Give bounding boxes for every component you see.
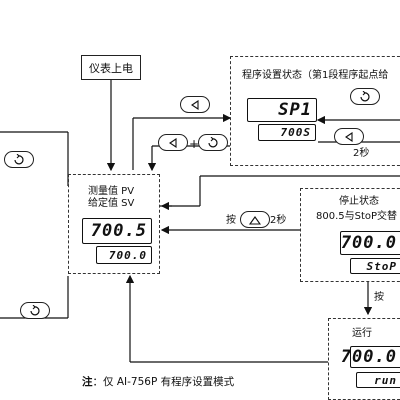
two-seconds-label-right: 2秒 — [353, 148, 370, 159]
stop-box — [300, 188, 400, 282]
stop-display-bottom: StoP — [350, 258, 400, 274]
plus-sign: + — [189, 137, 200, 151]
cycle-arrow-icon — [208, 136, 218, 147]
sv-label: 给定值 SV — [88, 198, 135, 209]
left-key-icon-right — [334, 128, 364, 145]
cycle-arrow-icon — [14, 153, 24, 164]
pv-label: 测量值 PV — [88, 186, 135, 197]
run-display-bottom: run — [356, 372, 400, 388]
left-triangle-icon — [169, 137, 177, 148]
power-on-box: 仪表上电 — [81, 55, 141, 80]
press-label-lower: 按 — [374, 292, 384, 303]
stop-display-top: 700.0 — [340, 231, 400, 255]
cycle-key-icon-combo — [198, 134, 228, 151]
footnote: 注：仅 AI-756P 有程序设置模式 — [82, 374, 234, 389]
program-setup-box — [230, 56, 400, 166]
left-key-icon-combo — [158, 134, 188, 151]
up-key-icon — [240, 211, 270, 228]
pv-sv-box — [68, 174, 160, 274]
left-triangle-icon — [345, 131, 353, 142]
press-label: 按 — [226, 215, 236, 226]
cycle-key-icon — [4, 151, 34, 168]
program-sp-display: SP1 — [247, 98, 317, 122]
program-value-display: 700S — [258, 124, 316, 141]
stop-subtitle: 800.5与StoP交替 — [316, 211, 398, 222]
left-key-icon — [180, 96, 210, 113]
left-triangle-icon — [191, 99, 199, 110]
sv-display: 700.0 — [96, 246, 152, 264]
up-triangle-icon — [249, 215, 261, 225]
cycle-arrow-icon — [360, 90, 370, 101]
cycle-key-icon-lower — [20, 302, 50, 319]
footnote-text: ：仅 AI-756P 有程序设置模式 — [92, 376, 235, 388]
power-on-label: 仪表上电 — [89, 61, 133, 75]
stop-title: 停止状态 — [339, 196, 379, 207]
run-display-top: 700.0 — [341, 346, 400, 368]
program-setup-title: 程序设置状态（第1段程序起点给 — [242, 70, 389, 81]
cycle-arrow-icon — [30, 304, 40, 315]
press-two-seconds-label: 2秒 — [270, 215, 287, 226]
pv-display: 700.5 — [82, 218, 152, 244]
footnote-prefix: 注 — [82, 376, 93, 388]
run-title: 运行 — [352, 328, 372, 339]
cycle-key-icon-right — [350, 88, 380, 105]
